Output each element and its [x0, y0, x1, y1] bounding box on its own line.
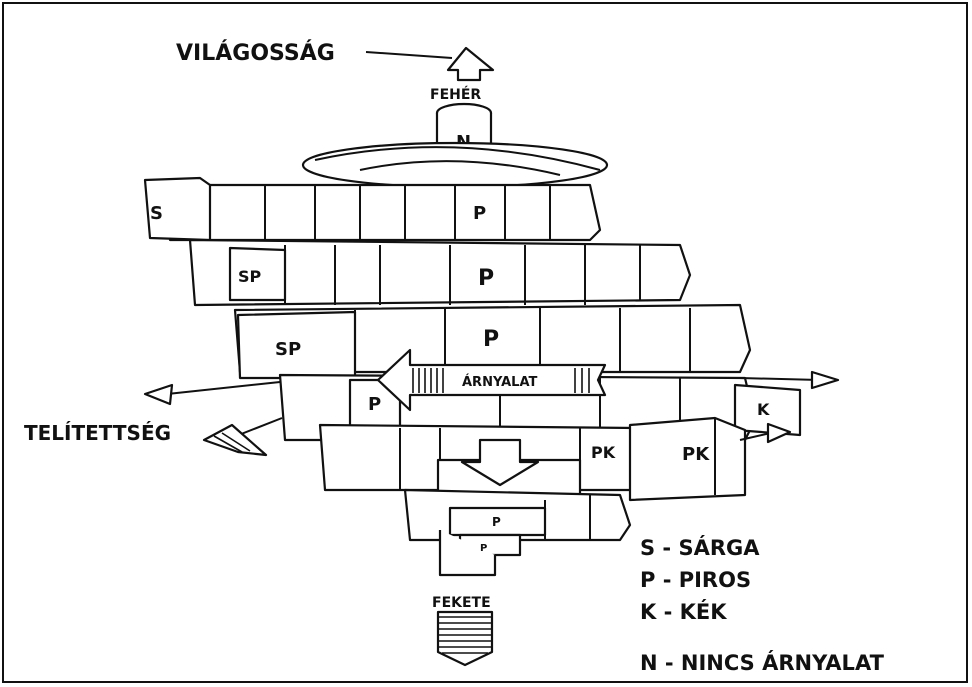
block-label-k: K	[757, 400, 770, 419]
block-label-sp2: SP	[275, 339, 301, 360]
block-label-p4: P	[368, 394, 381, 415]
legend: S - SÁRGA P - PIROS K - KÉK N - NINCS ÁR…	[640, 535, 885, 675]
tier-3	[233, 303, 752, 380]
saturation-arrows	[143, 381, 283, 457]
legend-item-n: N - NINCS ÁRNYALAT	[640, 650, 885, 675]
label-arnyalat: ÁRNYALAT	[462, 374, 538, 390]
legend-item-k: K - KÉK	[640, 599, 727, 624]
label-fekete: FEKETE	[432, 595, 491, 611]
tier-6	[403, 488, 632, 577]
tier-1	[143, 141, 609, 242]
block-label-pk2: PK	[682, 444, 710, 465]
hue-arrow	[376, 348, 607, 412]
label-vilagossag: VILÁGOSSÁG	[176, 40, 335, 66]
block-label-p3: P	[483, 327, 499, 352]
darkness-arrow	[436, 610, 494, 667]
block-label-p5: P	[492, 515, 501, 529]
label-telitettseg: TELÍTETTSÉG	[24, 421, 171, 445]
block-label-s: S	[150, 203, 163, 224]
block-label-p2: P	[478, 266, 494, 291]
lightness-arrow	[365, 46, 495, 82]
legend-item-p: P - PIROS	[640, 568, 751, 592]
legend-item-s: S - SÁRGA	[640, 535, 760, 560]
block-label-sp1: SP	[238, 267, 262, 286]
tier-2	[188, 238, 692, 307]
right-arrows	[739, 370, 840, 444]
block-label-p1: P	[473, 203, 486, 224]
label-feher: FEHÉR	[430, 86, 481, 103]
block-label-pk1: PK	[591, 443, 616, 462]
block-label-p6: P	[480, 543, 487, 554]
